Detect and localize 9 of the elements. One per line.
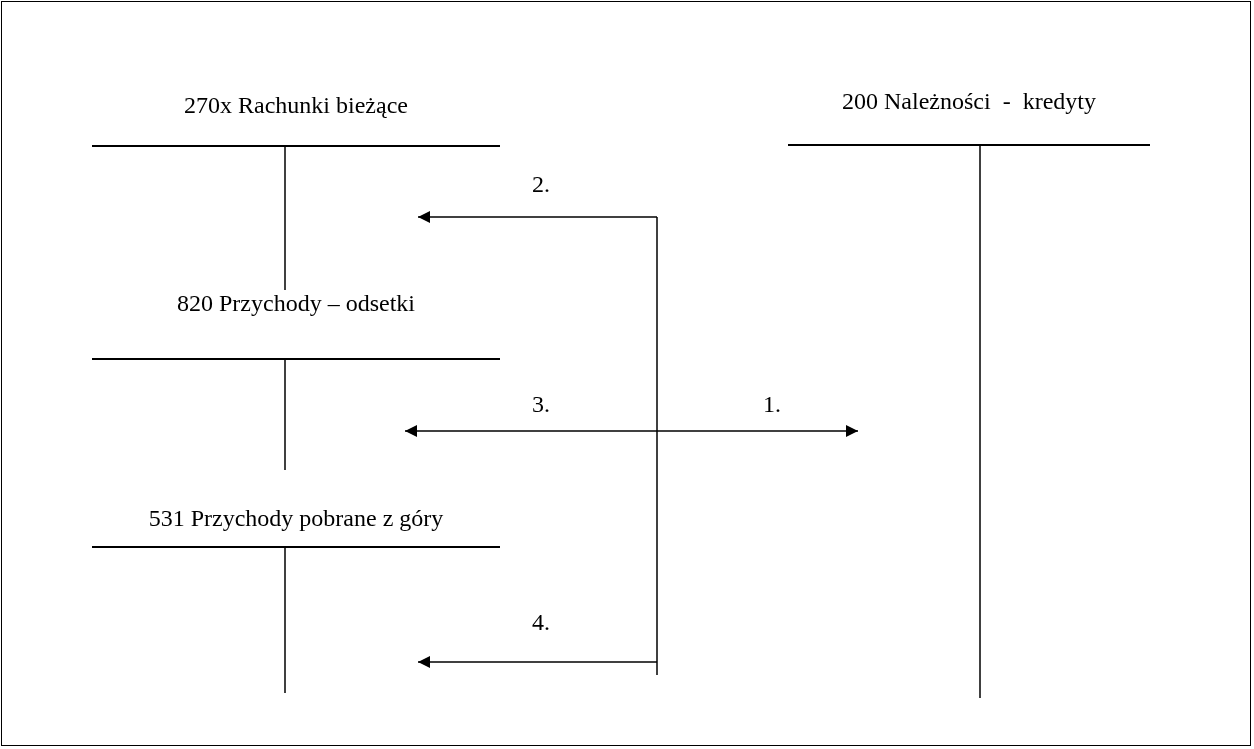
arrow: [417, 211, 658, 223]
connector-trunk: [656, 216, 658, 676]
account-title: 820 Przychody – odsetki: [176, 290, 416, 317]
arrow: [404, 425, 658, 437]
account-title: 531 Przychody pobrane z góry: [147, 505, 445, 532]
account-title: 200 Należności - kredyty: [841, 88, 1097, 115]
arrow: [417, 656, 658, 668]
account-title: 270x Rachunki bieżące: [183, 92, 409, 119]
arrow: [656, 425, 859, 437]
